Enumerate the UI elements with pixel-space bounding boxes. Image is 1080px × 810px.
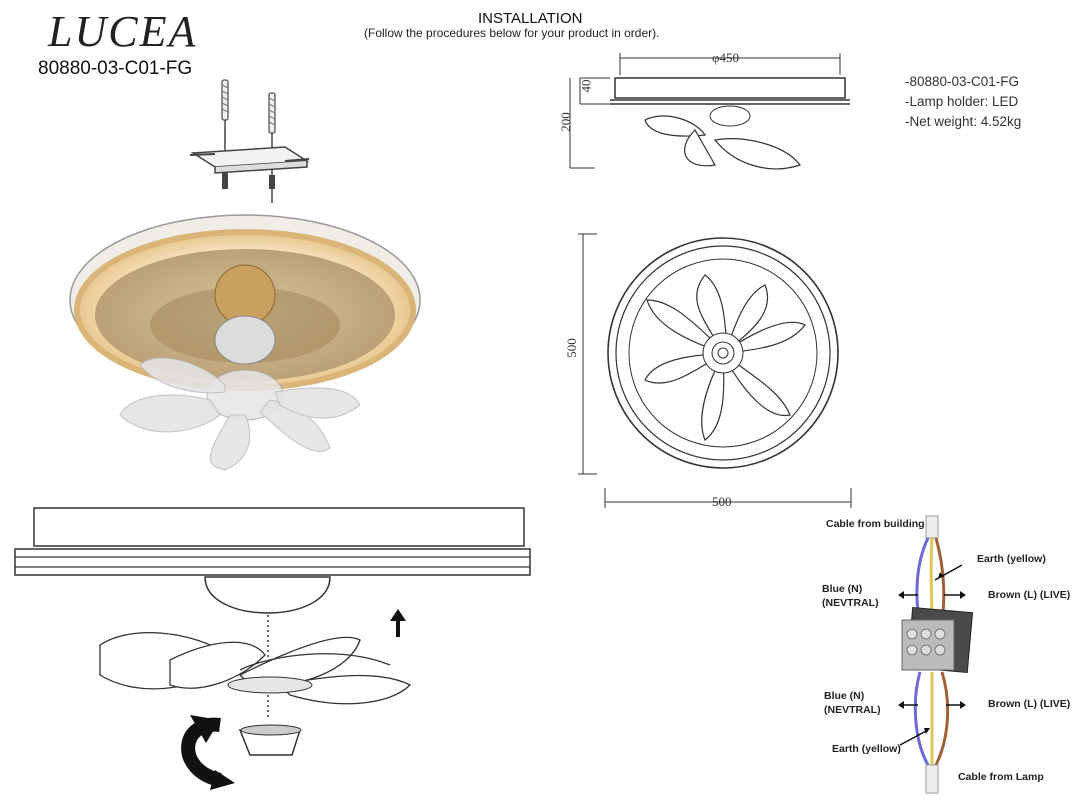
- spec-lamp-holder: -Lamp holder: LED: [905, 94, 1019, 109]
- wiring-diagram: [898, 515, 974, 794]
- dim-side-diameter: φ450: [712, 50, 740, 65]
- label-blue-top-1: Blue (N): [822, 583, 863, 595]
- dim-side-body-height: 40: [578, 79, 594, 93]
- label-brown-bottom: Brown (L) (LIVE): [988, 698, 1071, 710]
- dim-side-total-height: 200: [557, 112, 573, 132]
- label-cable-from-lamp: Cable from Lamp: [958, 771, 1044, 783]
- spec-model: -80880-03-C01-FG: [905, 74, 1020, 89]
- product-illustration: [69, 214, 421, 471]
- blade-installation-drawing: [14, 507, 531, 790]
- dim-top-height: 500: [563, 338, 579, 358]
- spec-net-weight: -Net weight: 4.52kg: [905, 114, 1022, 129]
- label-blue-top-2: (NEVTRAL): [822, 597, 879, 609]
- brand-logo: LUCEA: [48, 7, 198, 56]
- label-earth-bottom: Earth (yellow): [832, 743, 901, 755]
- page-subtitle: (Follow the procedures below for your pr…: [364, 26, 660, 40]
- label-cable-from-building: Cable from building: [826, 518, 925, 530]
- side-view-drawing: [569, 53, 850, 170]
- top-view-drawing: [578, 233, 852, 508]
- dim-top-width: 500: [712, 494, 732, 509]
- label-earth-top: Earth (yellow): [977, 553, 1046, 565]
- label-brown-top: Brown (L) (LIVE): [988, 589, 1071, 601]
- page-title: INSTALLATION: [478, 10, 583, 27]
- label-blue-bottom-1: Blue (N): [824, 690, 865, 702]
- spec-list: -80880-03-C01-FG -Lamp holder: LED -Net …: [905, 72, 1021, 132]
- model-number: 80880-03-C01-FG: [38, 58, 193, 79]
- mounting-bracket-illustration: [189, 79, 310, 203]
- label-blue-bottom-2: (NEVTRAL): [824, 704, 881, 716]
